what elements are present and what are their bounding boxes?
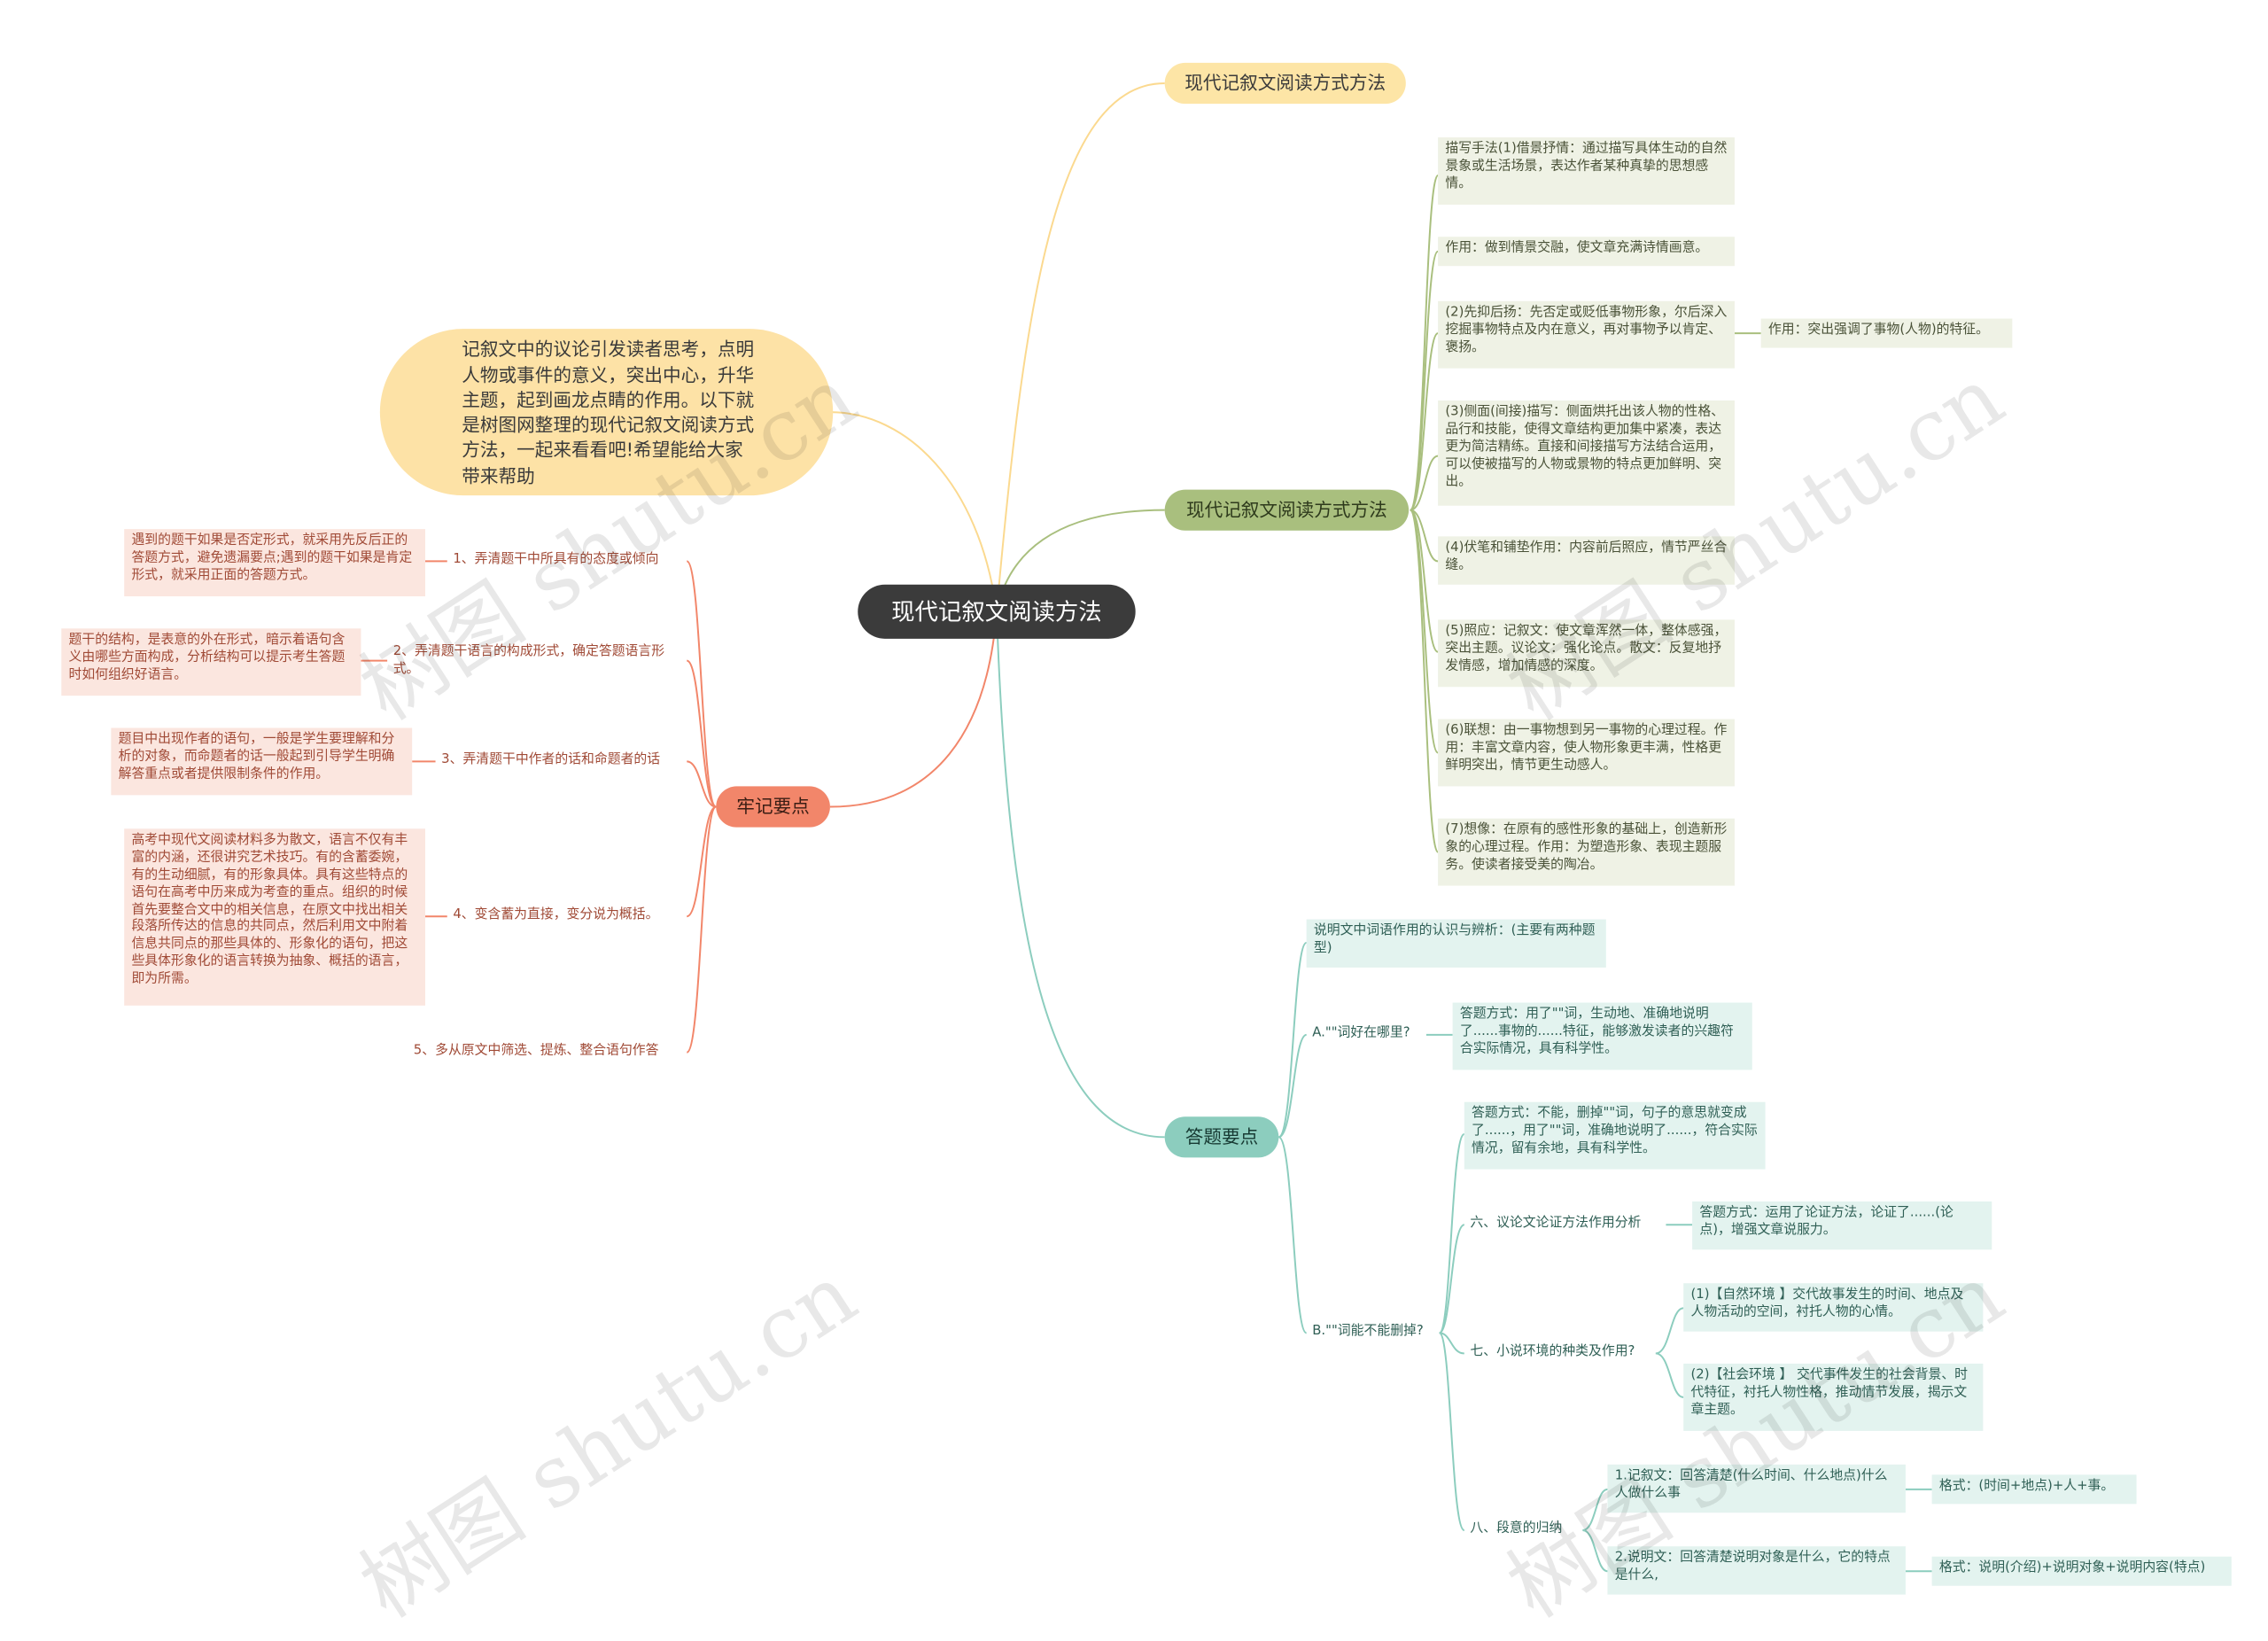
bottom-seven-label[interactable]: 七、小说环境的种类及作用? (1470, 1344, 1635, 1360)
mid-item-4[interactable]: (3)侧面(间接)描写：侧面烘托出该人物的性格、品行和技能，使得文章结构更加集中… (1438, 400, 1735, 506)
bottom-a-label[interactable]: A.""词好在哪里? (1312, 1025, 1410, 1041)
bottom-eight-item-2-format[interactable]: 格式：说明(介绍)+说明对象+说明内容(特点) (1931, 1556, 2232, 1586)
bottom-seven-item-1[interactable]: (1)【自然环境 】交代故事发生的时间、地点及人物活动的空间，衬托人物的心情。 (1683, 1283, 1984, 1332)
bottom-six-detail[interactable]: 答题方式：运用了论证方法，论证了......(论点)，增强文章说服力。 (1692, 1201, 1992, 1250)
bottom-seven-item-2[interactable]: (2)【社会环境 】 交代事件发生的社会背景、时代特征，衬托人物性格，推动情节发… (1683, 1363, 1984, 1431)
left-item-4-detail[interactable]: 高考中现代文阅读材料多为散文，语言不仅有丰富的内涵，还很讲究艺术技巧。有的含蓄委… (124, 828, 426, 1006)
branch-bottom-label: 答题要点 (1184, 1124, 1259, 1147)
left-item-4[interactable]: 4、变含蓄为直接，变分说为概括。 (453, 907, 659, 922)
branch-top-node[interactable]: 现代记叙文阅读方式方法 (1164, 62, 1406, 105)
left-item-1-detail[interactable]: 遇到的题干如果是否定形式，就采用先反后正的答题方式，避免遗漏要点;遇到的题干如果… (124, 529, 426, 596)
mid-item-7[interactable]: (6)联想：由一事物想到另一事物的心理过程。作用：丰富文章内容，使人物形象更丰满… (1438, 719, 1735, 787)
bottom-eight-item-2[interactable]: 2.说明文：回答清楚说明对象是什么，它的特点是什么, (1607, 1546, 1906, 1595)
mid-item-8[interactable]: (7)想像：在原有的感性形象的基础上，创造新形象的心理过程。作用：为塑造形象、表… (1438, 818, 1735, 886)
bottom-six-label[interactable]: 六、议论文论证方法作用分析 (1470, 1216, 1642, 1231)
branch-left-label: 牢记要点 (736, 794, 810, 817)
mid-item-3[interactable]: (2)先抑后扬：先否定或贬低事物形象，尔后深入挖掘事物特点及内在意义，再对事物予… (1438, 300, 1735, 369)
branch-mid-node[interactable]: 现代记叙文阅读方式方法 (1164, 489, 1410, 531)
bottom-eight-label[interactable]: 八、段意的归纳 (1470, 1521, 1563, 1536)
bottom-b-detail[interactable]: 答题方式：不能，删掉""词，句子的意思就变成了......，用了""词，准确地说… (1464, 1101, 1766, 1170)
bottom-eight-item-1[interactable]: 1.记叙文：回答清楚(什么时间、什么地点)什么人做什么事 (1607, 1464, 1906, 1513)
bottom-b-label[interactable]: B.""词能不能删掉? (1312, 1324, 1424, 1339)
intro-node[interactable]: 记叙文中的议论引发读者思考，点明人物或事件的意义，突出中心，升华主题，起到画龙点… (379, 329, 834, 496)
root-node[interactable]: 现代记叙文阅读方法 (858, 584, 1136, 639)
left-item-2-detail[interactable]: 题干的结构，是表意的外在形式，暗示着语句含义由哪些方面构成，分析结构可以提示考生… (61, 628, 361, 696)
left-item-1[interactable]: 1、弄清题干中所具有的态度或倾向 (453, 552, 659, 568)
root-label: 现代记叙文阅读方法 (891, 597, 1102, 626)
left-item-3[interactable]: 3、弄清题干中作者的话和命题者的话 (441, 752, 661, 767)
bottom-a-detail[interactable]: 答题方式：用了""词，生动地、准确地说明了......事物的......特征，能… (1452, 1002, 1752, 1070)
left-item-5[interactable]: 5、多从原文中筛选、提炼、整合语句作答 (413, 1043, 659, 1059)
intro-text: 记叙文中的议论引发读者思考，点明人物或事件的意义，突出中心，升华主题，起到画龙点… (462, 338, 755, 486)
branch-mid-label: 现代记叙文阅读方式方法 (1185, 498, 1387, 520)
branch-left-node[interactable]: 牢记要点 (716, 786, 830, 828)
left-item-3-detail[interactable]: 题目中出现作者的语句，一般是学生要理解和分析的对象，而命题者的话一般起到引导学生… (111, 727, 413, 796)
mid-item-5[interactable]: (4)伏笔和铺垫作用：内容前后照应，情节严丝合缝。 (1438, 536, 1735, 585)
mid-item-2[interactable]: 作用：做到情景交融，使文章充满诗情画意。 (1438, 237, 1735, 267)
branch-bottom-node[interactable]: 答题要点 (1164, 1116, 1279, 1158)
branch-top-label: 现代记叙文阅读方式方法 (1184, 71, 1386, 94)
bottom-intro[interactable]: 说明文中词语作用的认识与辨析：(主要有两种题型) (1306, 919, 1606, 968)
mid-item-6[interactable]: (5)照应：记叙文：使文章浑然一体，整体感强，突出主题。议论文：强化论点。散文：… (1438, 619, 1735, 688)
mid-item-3-sub[interactable]: 作用：突出强调了事物(人物)的特征。 (1760, 318, 2013, 348)
left-item-2[interactable]: 2、弄清题干语言的构成形式，确定答题语言形式。 (392, 644, 665, 677)
mid-item-1[interactable]: 描写手法(1)借景抒情：通过描写具体生动的自然景象或生活场景，表达作者某种真挚的… (1438, 137, 1735, 205)
bottom-eight-item-1-format[interactable]: 格式：(时间+地点)+人+事。 (1931, 1474, 2137, 1505)
